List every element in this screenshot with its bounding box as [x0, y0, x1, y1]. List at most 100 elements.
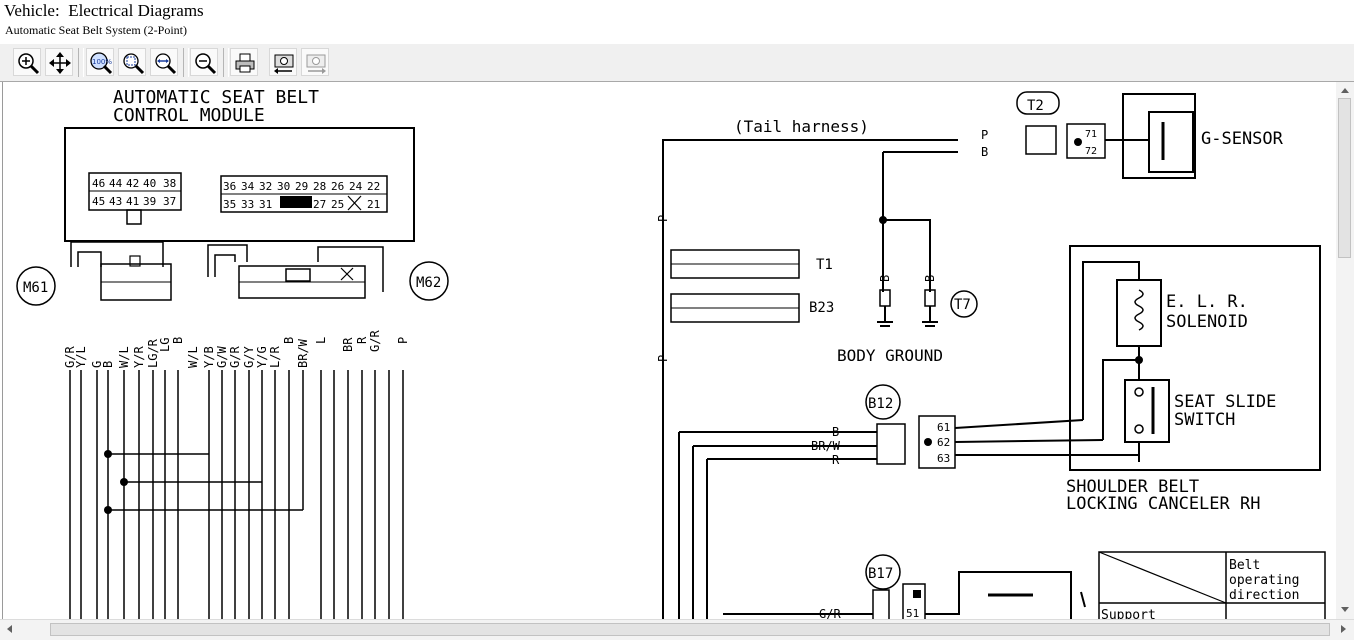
zoom-out-button[interactable]	[190, 48, 218, 76]
save-image-button[interactable]	[301, 48, 329, 76]
tail-harness-label: (Tail harness)	[734, 117, 869, 136]
toolbar-separator	[78, 48, 84, 77]
wire-m62-13: P	[396, 337, 410, 344]
toolbar-separator	[223, 48, 229, 77]
pin-label-45: 45	[92, 195, 105, 208]
wire-label-p-vertical-2: P	[656, 355, 670, 362]
toolbar-separator	[183, 48, 189, 77]
wire-m62-12: G/R	[368, 330, 382, 352]
horizontal-scroll-thumb[interactable]	[50, 623, 1330, 636]
pan-button[interactable]	[45, 48, 73, 76]
b12-pin-61: 61	[937, 421, 950, 434]
wire-m62-1: Y/B	[202, 346, 216, 368]
wire-label-p: P	[981, 128, 988, 142]
module-title-2: CONTROL MODULE	[113, 105, 265, 126]
scroll-up-arrow-icon[interactable]	[1341, 88, 1349, 93]
connector-b17: B17	[868, 566, 893, 582]
wire-m61-0: G/R	[63, 346, 77, 368]
wire-m62-2: G/W	[215, 346, 229, 368]
zoom-fit-width-button[interactable]	[150, 48, 178, 76]
save-image-icon	[306, 54, 326, 74]
body-ground-label: BODY GROUND	[837, 346, 943, 365]
pin-label-24: 24	[349, 180, 363, 193]
pin-label-25: 25	[331, 198, 344, 211]
pin-label-40: 40	[143, 177, 156, 190]
wire-m62-8: BR/W	[296, 338, 310, 368]
gs-pin-72: 72	[1085, 146, 1097, 157]
copy-image-icon	[274, 54, 294, 74]
b17-pin-51: 51	[906, 607, 919, 619]
pin-label-38: 38	[163, 177, 176, 190]
wire-m61-6: LG/R	[146, 338, 160, 368]
zoom-in-icon	[18, 53, 40, 75]
pin-label-32: 32	[259, 180, 272, 193]
connector-m61: M61	[23, 280, 48, 296]
pin-label-35: 35	[223, 198, 236, 211]
print-button[interactable]	[230, 48, 258, 76]
wire-label-p-vertical: P	[656, 215, 670, 222]
wire-m61-4: W/L	[117, 346, 131, 368]
zoom-100-button[interactable]: 100%	[86, 48, 114, 76]
connector-t7: T7	[954, 297, 971, 313]
pin-label-44: 44	[109, 177, 123, 190]
wire-m62-11: R	[355, 336, 369, 344]
pin-label-26: 26	[331, 180, 344, 193]
table-header-2: operating	[1229, 573, 1299, 588]
wire-m61-8: B	[171, 337, 185, 344]
elr-label-2: SOLENOID	[1166, 312, 1248, 332]
wire-m62-3: G/R	[228, 346, 242, 368]
pin-label-41: 41	[126, 195, 139, 208]
shoulder-belt-label-2: LOCKING CANCELER RH	[1066, 494, 1260, 514]
zoom-fit-width-icon	[155, 53, 177, 75]
wire-m61-7: LG	[158, 338, 172, 352]
wire-m61-2: G	[90, 361, 104, 368]
scroll-right-arrow-icon[interactable]	[1341, 625, 1346, 633]
pin-label-29: 29	[295, 180, 308, 193]
wire-m62-9: L	[314, 337, 328, 344]
vertical-scroll-thumb[interactable]	[1338, 98, 1351, 258]
pin-label-36: 36	[223, 180, 236, 193]
scroll-left-arrow-icon[interactable]	[7, 625, 12, 633]
diagram-subtitle: Automatic Seat Belt System (2-Point)	[5, 23, 187, 37]
pin-labels: 46 44 42 40 38 45 43 41 39 37 36 34 32 3…	[92, 177, 380, 211]
zoom-in-button[interactable]	[13, 48, 41, 76]
scroll-down-arrow-icon[interactable]	[1341, 607, 1349, 612]
pan-icon	[49, 52, 71, 74]
pin-label-30: 30	[277, 180, 290, 193]
wire-m61-1: Y/L	[74, 346, 88, 368]
g-sensor-label: G-SENSOR	[1201, 129, 1284, 149]
pin-label-37: 37	[163, 195, 176, 208]
wire-m61-5: Y/R	[132, 346, 146, 368]
connector-t2: T2	[1027, 98, 1044, 114]
wire-label-b-t7-2: B	[923, 275, 937, 282]
copy-image-button[interactable]	[269, 48, 297, 76]
vertical-scrollbar[interactable]	[1336, 82, 1354, 619]
b12-pin-62: 62	[937, 436, 950, 449]
svg-text:100%: 100%	[92, 58, 112, 66]
shoulder-belt-label-1: SHOULDER BELT	[1066, 477, 1199, 497]
diagram-viewport[interactable]: AUTOMATIC SEAT BELT CONTROL MODULE 46 44…	[2, 82, 1337, 619]
wire-m62-10: BR	[341, 337, 355, 352]
b12-wire-brw: BR/W	[811, 439, 841, 453]
wire-label-b: B	[981, 145, 988, 159]
gs-pin-71: 71	[1085, 129, 1097, 140]
control-module-box	[64, 127, 415, 242]
zoom-window-icon	[123, 53, 145, 75]
connector-b12: B12	[868, 396, 893, 412]
wire-m61-3: B	[101, 361, 115, 368]
pin-label-22: 22	[367, 180, 380, 193]
window-title: Vehicle: Electrical Diagrams	[4, 1, 204, 20]
module-title-1: AUTOMATIC SEAT BELT	[113, 87, 319, 108]
connector-t1: T1	[816, 257, 833, 273]
pin-label-42: 42	[126, 177, 139, 190]
wire-label-b-t7: B	[878, 275, 892, 282]
pin-label-21: 21	[367, 198, 380, 211]
b17-wire-gr: G/R	[819, 607, 841, 619]
pin-label-27: 27	[313, 198, 326, 211]
pin-label-39: 39	[143, 195, 156, 208]
wire-color-labels: G/R Y/L G B W/L Y/R LG/R LG B W/L Y/B G/…	[63, 330, 410, 368]
seat-slide-label-1: SEAT SLIDE	[1174, 392, 1276, 412]
horizontal-scrollbar[interactable]	[0, 619, 1354, 640]
zoom-window-button[interactable]	[118, 48, 146, 76]
wiring-diagram: AUTOMATIC SEAT BELT CONTROL MODULE 46 44…	[16, 87, 1326, 619]
